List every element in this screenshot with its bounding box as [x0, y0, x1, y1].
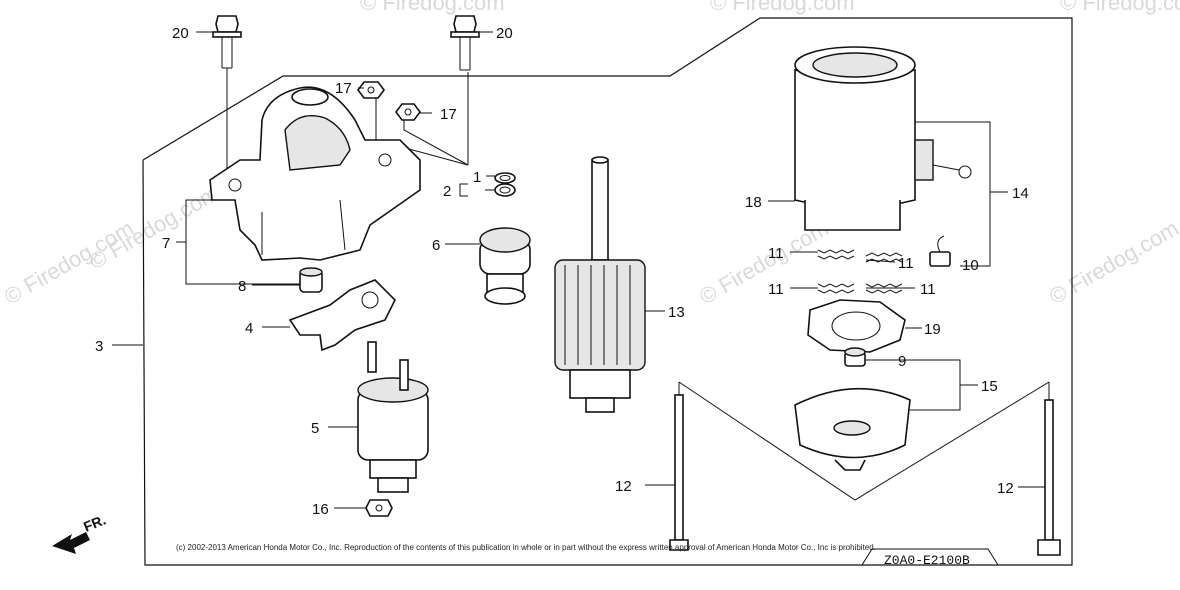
callout-3: 3: [95, 338, 103, 355]
callout-16: 16: [312, 501, 329, 518]
callout-11: 11: [920, 281, 936, 298]
spring-11-a: [817, 249, 855, 260]
callout-18: 18: [745, 194, 762, 211]
watermark-text: © Firedog.com: [1060, 0, 1180, 15]
spring-11-c: [817, 283, 855, 294]
bushing-9: [844, 347, 866, 367]
through-bolt-12-right: [1037, 399, 1061, 556]
callout-11: 11: [898, 255, 914, 272]
watermark-text: © Firedog.com: [710, 0, 855, 15]
callout-2: 2: [443, 183, 451, 200]
plunger-8: [299, 267, 323, 293]
washer-1: [494, 172, 516, 184]
front-direction-marker: FR.: [52, 511, 108, 554]
callout-13: 13: [668, 304, 685, 321]
watermark-text: © Firedog.com: [1045, 215, 1180, 309]
callout-17: 17: [335, 80, 352, 97]
pinion-6: [479, 227, 531, 305]
callout-10: 10: [962, 257, 979, 274]
nut-17-lower: [395, 103, 421, 121]
assembly-frame: [142, 17, 1073, 566]
front-housing-7: [209, 86, 421, 261]
callout-15: 15: [981, 378, 998, 395]
front-label: FR.: [81, 511, 108, 534]
callout-20: 20: [496, 25, 513, 42]
callout-8: 8: [238, 278, 246, 295]
watermark-text: © Firedog.com: [360, 0, 505, 15]
callout-12: 12: [615, 478, 632, 495]
solenoid-5: [357, 341, 429, 493]
callout-17: 17: [440, 106, 457, 123]
callout-19: 19: [924, 321, 941, 338]
leader-lines: [112, 31, 1045, 509]
callout-14: 14: [1012, 185, 1029, 202]
nut-16: [365, 499, 393, 517]
spring-11-b: [865, 252, 903, 263]
armature-13: [554, 156, 646, 413]
callout-1: 1: [473, 169, 481, 186]
rear-cover-15: [794, 387, 911, 471]
yoke-18: [794, 46, 972, 231]
front-arrow-icon: [52, 532, 90, 554]
callout-6: 6: [432, 237, 440, 254]
bearing-2: [494, 183, 516, 197]
diagram-code: Z0A0-E2100B: [884, 553, 970, 568]
callout-11: 11: [768, 245, 784, 262]
callout-20: 20: [172, 25, 189, 42]
callout-9: 9: [898, 353, 906, 370]
callout-7: 7: [162, 235, 170, 252]
bolt-20-right: [450, 15, 480, 165]
callout-5: 5: [311, 420, 319, 437]
shift-lever-4: [288, 279, 396, 352]
through-bolt-12-left: [669, 394, 689, 551]
brush-holder-19: [807, 299, 906, 353]
callout-4: 4: [245, 320, 253, 337]
copyright-notice: (c) 2002-2013 American Honda Motor Co., …: [176, 543, 876, 552]
spring-11-d: [865, 283, 903, 294]
nut-17-upper: [357, 81, 385, 99]
callout-11: 11: [768, 281, 784, 298]
brush-10: [929, 235, 951, 267]
callout-12: 12: [997, 480, 1014, 497]
